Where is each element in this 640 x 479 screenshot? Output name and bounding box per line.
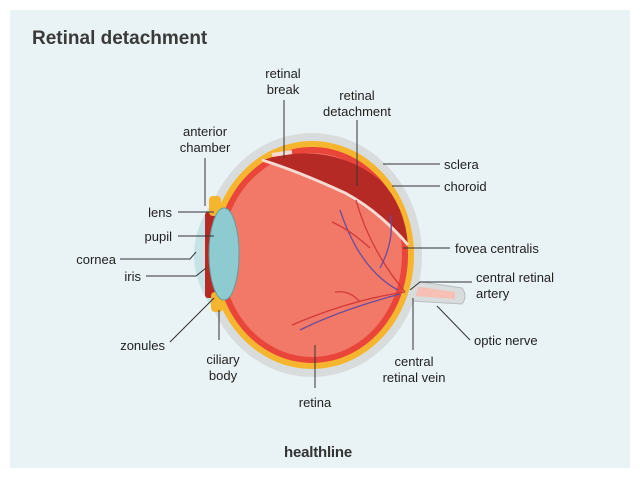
- cornea-shape: [194, 205, 214, 305]
- label-retinal-break: retinal break: [265, 66, 301, 97]
- label-optic-nerve: optic nerve: [474, 333, 538, 348]
- diagram-title: Retinal detachment: [32, 28, 208, 49]
- label-lens: lens: [148, 205, 172, 220]
- label-retinal-detachment: retinal detachment: [323, 88, 391, 119]
- label-anterior-chamber: anterior chamber: [179, 124, 231, 155]
- label-iris: iris: [124, 269, 141, 284]
- label-fovea-centralis: fovea centralis: [455, 241, 539, 256]
- label-central-retinal-vein: central retinal vein: [382, 354, 446, 385]
- label-retina: retina: [298, 395, 332, 410]
- detached-retina-region: [262, 153, 408, 245]
- label-ciliary-body: ciliary body: [206, 352, 240, 383]
- detached-retina-edge: [261, 158, 410, 246]
- label-choroid: choroid: [444, 179, 487, 194]
- brand-logo: healthline: [283, 444, 353, 461]
- label-pupil: pupil: [144, 229, 172, 244]
- leader-lines: [120, 100, 472, 388]
- retinal-vessels: [291, 199, 406, 331]
- label-sclera: sclera: [444, 157, 479, 172]
- label-central-retinal-artery: central retinal artery: [476, 270, 555, 301]
- label-zonules: zonules: [120, 338, 165, 353]
- label-cornea: cornea: [76, 252, 116, 267]
- lens-shape: [208, 207, 240, 301]
- retinal-break-gap: [271, 150, 293, 157]
